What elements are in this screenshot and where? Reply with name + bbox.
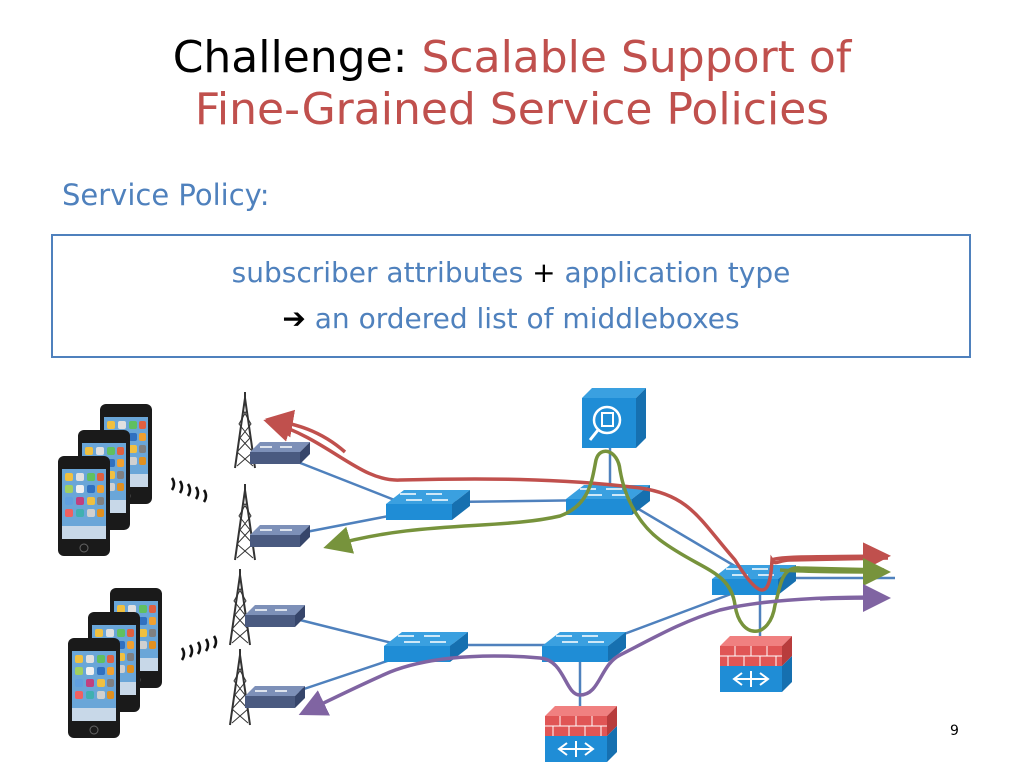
flow-path-purple-out — [819, 584, 891, 613]
section-heading: Service Policy: — [62, 178, 270, 212]
edge-switch-3 — [244, 604, 306, 628]
flow-path-red-out — [771, 542, 891, 571]
phone-group-bottom — [67, 587, 163, 739]
policy-result: an ordered list of middleboxes — [314, 302, 740, 335]
transcoder-icon — [582, 388, 646, 448]
arrow-icon: ➔ — [282, 302, 306, 335]
policy-plus: + — [532, 256, 556, 289]
firewall-icon-bottom — [544, 705, 618, 763]
flow-path-red-head — [265, 409, 347, 454]
phone-group-top — [57, 403, 153, 557]
cell-tower-3 — [229, 568, 251, 646]
wireless-waves-bottom — [180, 635, 218, 661]
title-prefix: Challenge: — [172, 32, 422, 83]
flow-path-purple — [298, 595, 885, 716]
wireless-waves-top — [170, 477, 208, 503]
flow-path-red — [263, 414, 889, 592]
edge-switch-4 — [244, 685, 306, 709]
edge-switch-1 — [249, 441, 311, 465]
policy-line-2: ➔ an ordered list of middleboxes — [53, 296, 969, 342]
edge-switch-2 — [249, 524, 311, 548]
core-switch-2 — [565, 484, 651, 516]
title-line1: Scalable Support of — [421, 32, 852, 83]
policy-app: application type — [564, 256, 791, 289]
firewall-icon-right — [719, 635, 793, 693]
policy-subscriber: subscriber attributes — [231, 256, 524, 289]
network-links — [279, 440, 895, 710]
cell-tower-4 — [229, 648, 251, 726]
policy-line-1: subscriber attributes + application type — [53, 250, 969, 296]
cell-tower-2 — [234, 483, 256, 561]
page-number: 9 — [950, 723, 959, 739]
slide-title: Challenge: Scalable Support of Fine-Grai… — [0, 32, 1024, 136]
policy-box: subscriber attributes + application type… — [51, 234, 971, 358]
flow-path-green-out — [779, 557, 891, 586]
flow-path-green — [323, 449, 885, 633]
title-line2: Fine-Grained Service Policies — [194, 84, 830, 135]
core-switch-1 — [385, 489, 471, 521]
